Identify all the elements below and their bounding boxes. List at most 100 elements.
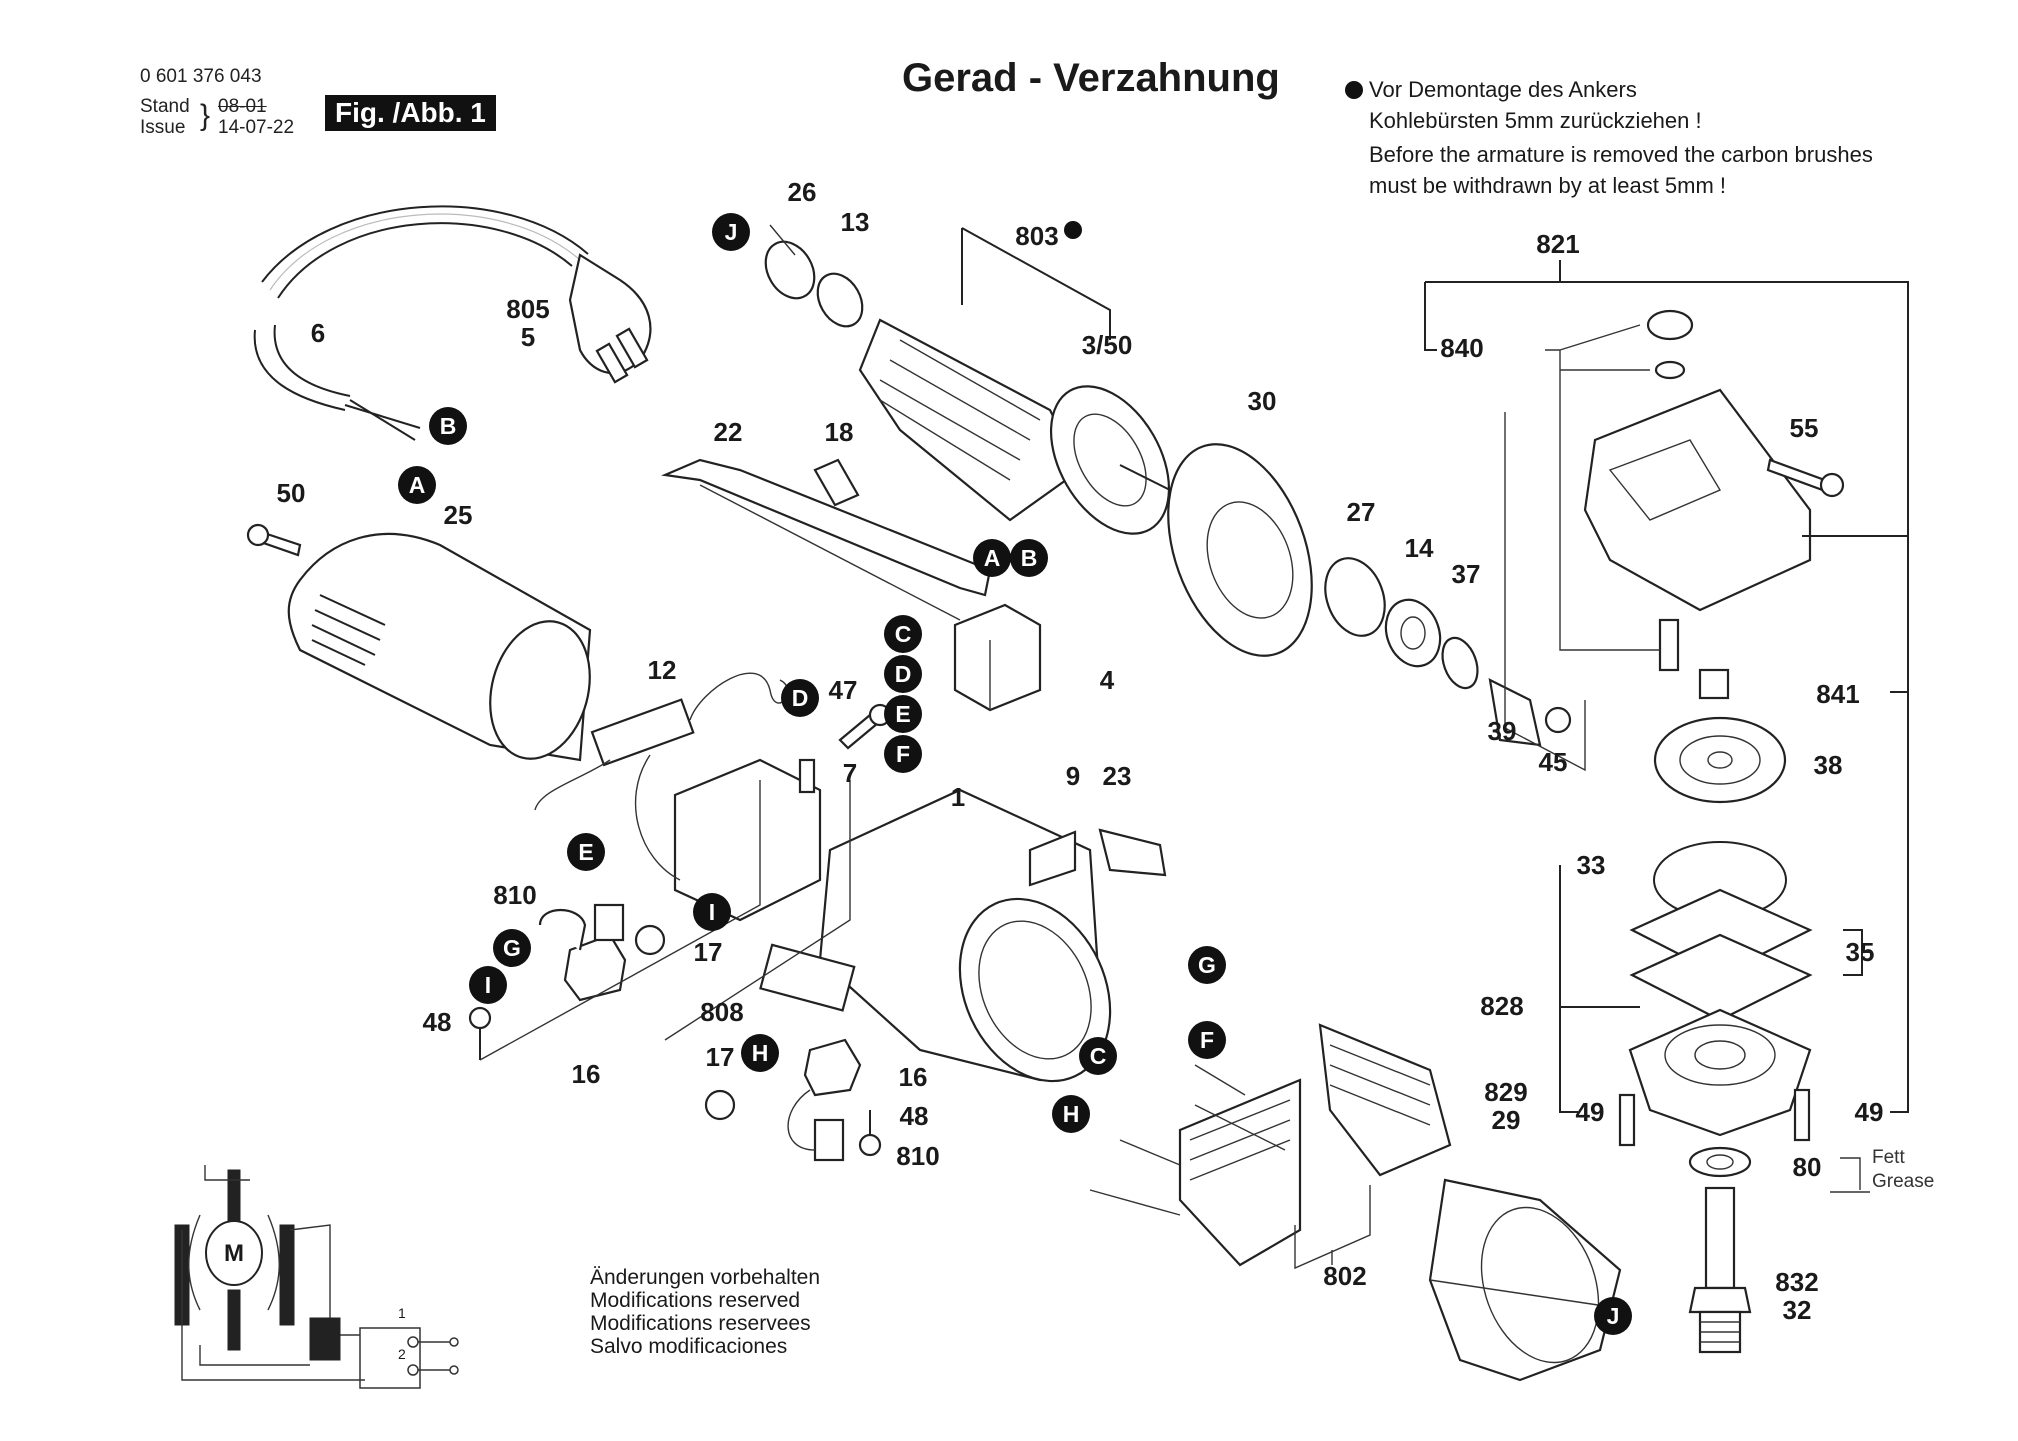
connection-ref: D xyxy=(884,655,922,693)
connection-ref: A xyxy=(973,539,1011,577)
grease-label-en: Grease xyxy=(1872,1171,1935,1192)
motor-symbol-label: M xyxy=(224,1240,244,1267)
part-label: 805 5 xyxy=(506,294,550,352)
footer-line-fr: Modifications reservees xyxy=(590,1312,811,1335)
grease-label-de: Fett xyxy=(1872,1147,1905,1168)
notice-en-line2: must be withdrawn by at least 5mm ! xyxy=(1369,173,1727,198)
connection-ref: F xyxy=(884,735,922,773)
switch-position-1: 1 xyxy=(398,1305,406,1321)
part-label: 37 xyxy=(1451,559,1481,589)
bullet-icon xyxy=(1345,81,1363,99)
part-label: 26 xyxy=(787,177,817,207)
switch-position-2: 2 xyxy=(398,1346,406,1362)
plug xyxy=(568,253,652,384)
part-label: 1 xyxy=(950,782,966,812)
part-label: 12 xyxy=(647,655,677,685)
notice-de-line1: Vor Demontage des Ankers xyxy=(1369,77,1637,102)
part-label: 9 xyxy=(1065,761,1081,791)
switch xyxy=(953,603,1042,712)
part-label: 22 xyxy=(713,417,743,447)
notice-block: Vor Demontage des Ankers Kohlebürsten 5m… xyxy=(1345,74,1873,201)
spindle xyxy=(1688,1186,1752,1354)
brace-icon: } xyxy=(200,99,211,132)
part-label: 48 xyxy=(899,1101,929,1131)
gear-housing xyxy=(1583,309,1812,700)
part-label: 48 xyxy=(422,1007,452,1037)
figure-badge: Fig. /Abb. 1 xyxy=(325,95,496,131)
page-title: Gerad - Verzahnung xyxy=(902,56,1280,100)
part-label: 810 xyxy=(493,880,537,910)
connection-ref: A xyxy=(398,466,436,504)
part-label: 6 xyxy=(310,318,326,348)
part-label: 17 xyxy=(705,1042,735,1072)
part-label: 17 xyxy=(693,937,723,967)
switch-rod xyxy=(660,458,992,597)
part-label: 4 xyxy=(1099,665,1115,695)
part-label: 13 xyxy=(840,207,870,237)
part-label: 49 xyxy=(1854,1097,1884,1127)
footer-line-de: Änderungen vorbehalten xyxy=(590,1266,821,1289)
part-label: 828 xyxy=(1480,991,1524,1021)
part-label: 45 xyxy=(1538,747,1568,777)
part-label: 49 xyxy=(1575,1097,1605,1127)
connection-ref: C xyxy=(884,615,922,653)
connection-ref: J xyxy=(712,213,750,251)
motor-cover xyxy=(287,532,592,762)
connection-ref: H xyxy=(741,1034,779,1072)
connection-ref: E xyxy=(884,695,922,733)
issue-value: 14-07-22 xyxy=(218,117,295,138)
part-number: 0 601 376 043 xyxy=(140,66,262,87)
part-label: 840 xyxy=(1440,333,1484,363)
connection-ref: I xyxy=(469,966,507,1004)
part-label: 25 xyxy=(443,500,473,530)
part-label: 16 xyxy=(898,1062,928,1092)
connection-ref: G xyxy=(493,929,531,967)
wheel-guard xyxy=(1428,1178,1622,1382)
wiring-schematic xyxy=(174,1165,459,1389)
removal-note-marker-icon xyxy=(1064,221,1082,239)
part-label: 55 xyxy=(1789,413,1819,443)
part-label: 35 xyxy=(1845,937,1875,967)
part-label: 810 xyxy=(896,1141,940,1171)
part-label: 14 xyxy=(1404,533,1434,563)
notice-de-line2: Kohlebürsten 5mm zurückziehen ! xyxy=(1369,108,1702,133)
bevel-gear xyxy=(1653,716,1787,804)
notice-en-line1: Before the armature is removed the carbo… xyxy=(1369,142,1873,167)
part-label: 50 xyxy=(276,478,306,508)
part-label: 3/50 xyxy=(1081,330,1133,360)
part-label: 821 xyxy=(1536,229,1580,259)
field-coil xyxy=(1178,1023,1452,1270)
part-label: 18 xyxy=(824,417,854,447)
part-label: 808 xyxy=(700,997,744,1027)
footer-line-es: Salvo modificaciones xyxy=(590,1335,788,1358)
stand-label: Stand xyxy=(140,96,190,117)
connection-ref: C xyxy=(1079,1037,1117,1075)
part-label: 27 xyxy=(1346,497,1376,527)
connection-ref: J xyxy=(1594,1297,1632,1335)
armature xyxy=(764,240,1181,535)
connection-ref: G xyxy=(1188,946,1226,984)
part-label: 39 xyxy=(1487,716,1517,746)
footer-line-en: Modifications reserved xyxy=(590,1289,801,1312)
part-label: 16 xyxy=(571,1059,601,1089)
stand-value: 08-01 xyxy=(218,96,267,117)
part-label: 803 xyxy=(1015,221,1059,251)
part-label: 7 xyxy=(842,758,858,788)
part-label: 832 32 xyxy=(1775,1267,1819,1325)
connection-ref: B xyxy=(1010,539,1048,577)
part-label: 33 xyxy=(1576,850,1606,880)
part-label: 30 xyxy=(1247,386,1277,416)
connection-ref: D xyxy=(781,679,819,717)
issue-label: Issue xyxy=(140,117,186,138)
connection-ref: I xyxy=(693,893,731,931)
connection-ref: F xyxy=(1188,1021,1226,1059)
connection-ref: B xyxy=(429,407,467,445)
power-cord xyxy=(253,205,589,441)
part-label: 47 xyxy=(828,675,858,705)
connection-ref: H xyxy=(1052,1095,1090,1133)
part-label: 841 xyxy=(1816,679,1860,709)
part-label: 80 xyxy=(1792,1152,1822,1182)
part-label: 802 xyxy=(1323,1261,1367,1291)
part-label: 829 29 xyxy=(1484,1077,1528,1135)
